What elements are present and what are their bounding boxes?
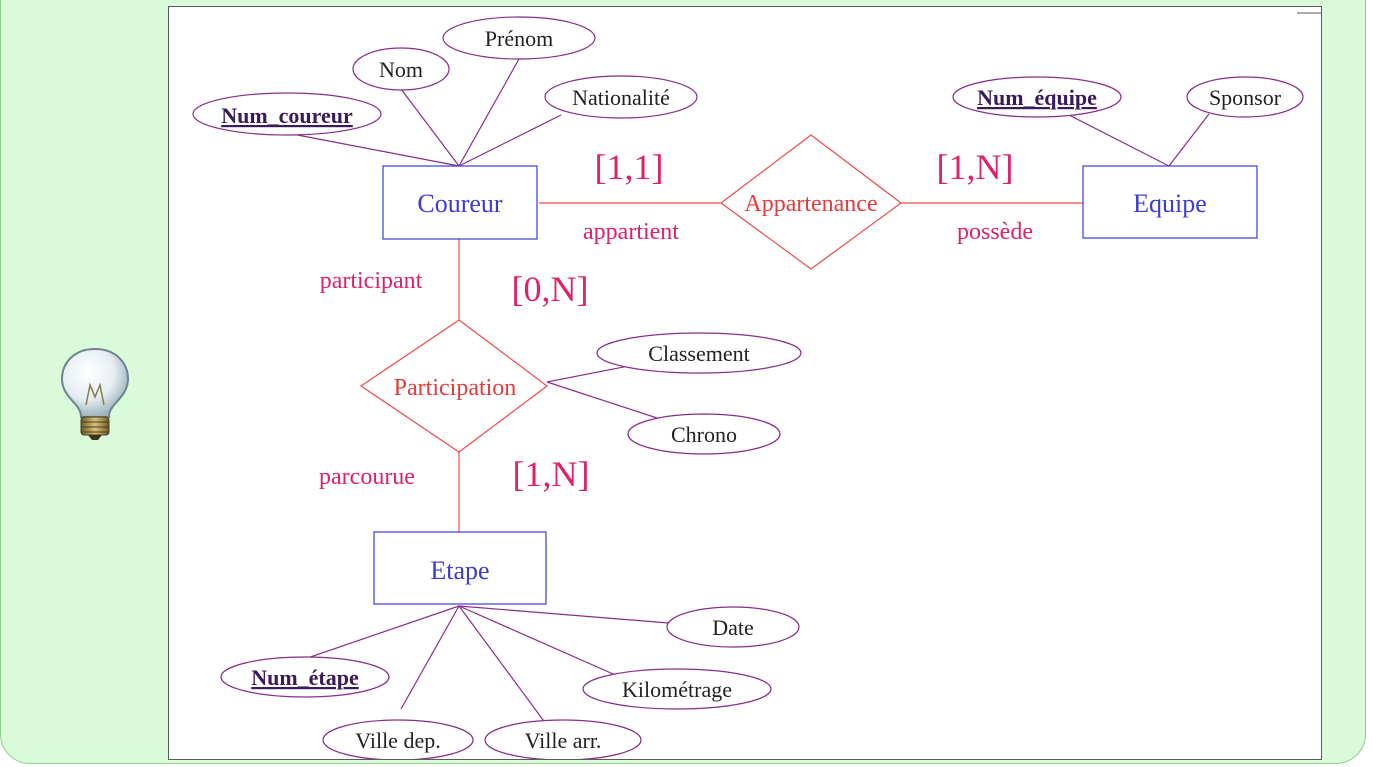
cardinality-coureur-appartenance: [1,1]: [595, 147, 664, 187]
attribute-links: [286, 58, 1210, 729]
role-possede: possède: [957, 219, 1033, 245]
entity-etape: Etape: [373, 531, 547, 605]
attribute-classement: Classement: [596, 332, 802, 374]
relationship-participation-label: Participation: [394, 375, 517, 401]
attribute-sponsor: Sponsor: [1186, 76, 1304, 118]
role-participant: participant: [320, 268, 423, 294]
attribute-ville-dep-label: Ville dep.: [355, 728, 440, 753]
attribute-date: Date: [666, 606, 800, 648]
attribute-num-coureur-label: Num_coureur: [221, 103, 353, 128]
attribute-date-label: Date: [712, 615, 754, 640]
attribute-sponsor-label: Sponsor: [1209, 85, 1282, 110]
attribute-num-etape-label: Num_étape: [251, 665, 359, 690]
attribute-nom: Nom: [352, 47, 450, 91]
role-parcourue: parcourue: [319, 464, 415, 490]
relationship-links: [458, 202, 1083, 532]
attribute-num-coureur: Num_coureur: [192, 92, 382, 136]
cardinality-coureur-participation: [0,N]: [512, 269, 589, 309]
attribute-prenom-label: Prénom: [485, 26, 553, 51]
entity-equipe-label: Equipe: [1133, 189, 1207, 218]
attribute-ville-dep: Ville dep.: [322, 719, 474, 759]
relationship-appartenance-label: Appartenance: [744, 191, 877, 217]
entity-coureur-label: Coureur: [417, 189, 503, 218]
entity-etape-label: Etape: [430, 556, 489, 585]
attribute-ville-arr-label: Ville arr.: [525, 728, 602, 753]
attribute-nationalite: Nationalité: [544, 75, 698, 119]
light-bulb-icon: [60, 347, 130, 440]
cardinality-etape-participation: [1,N]: [513, 454, 590, 494]
er-diagram: Coureur Equipe Etape Appartenance Partic…: [192, 12, 1321, 759]
relationship-appartenance: Appartenance: [719, 134, 903, 270]
attribute-chrono: Chrono: [627, 413, 781, 455]
attribute-num-etape: Num_étape: [220, 656, 390, 698]
relationship-participation: Participation: [359, 319, 548, 453]
attribute-num-equipe: Num_équipe: [952, 76, 1122, 118]
attribute-classement-label: Classement: [648, 341, 749, 366]
attribute-nom-label: Nom: [379, 57, 423, 82]
attribute-prenom: Prénom: [442, 16, 596, 60]
attribute-ville-arr: Ville arr.: [484, 719, 642, 759]
entity-coureur: Coureur: [382, 165, 538, 240]
attribute-num-equipe-label: Num_équipe: [977, 85, 1097, 110]
attribute-nationalite-label: Nationalité: [572, 85, 670, 110]
entity-equipe: Equipe: [1082, 165, 1258, 239]
role-appartient: appartient: [583, 219, 679, 245]
attribute-kilometrage: Kilométrage: [582, 668, 772, 710]
attribute-kilometrage-label: Kilométrage: [622, 677, 732, 702]
cardinality-equipe-appartenance: [1,N]: [937, 147, 1014, 187]
er-diagram-canvas: Coureur Equipe Etape Appartenance Partic…: [168, 6, 1322, 760]
attribute-chrono-label: Chrono: [671, 422, 737, 447]
